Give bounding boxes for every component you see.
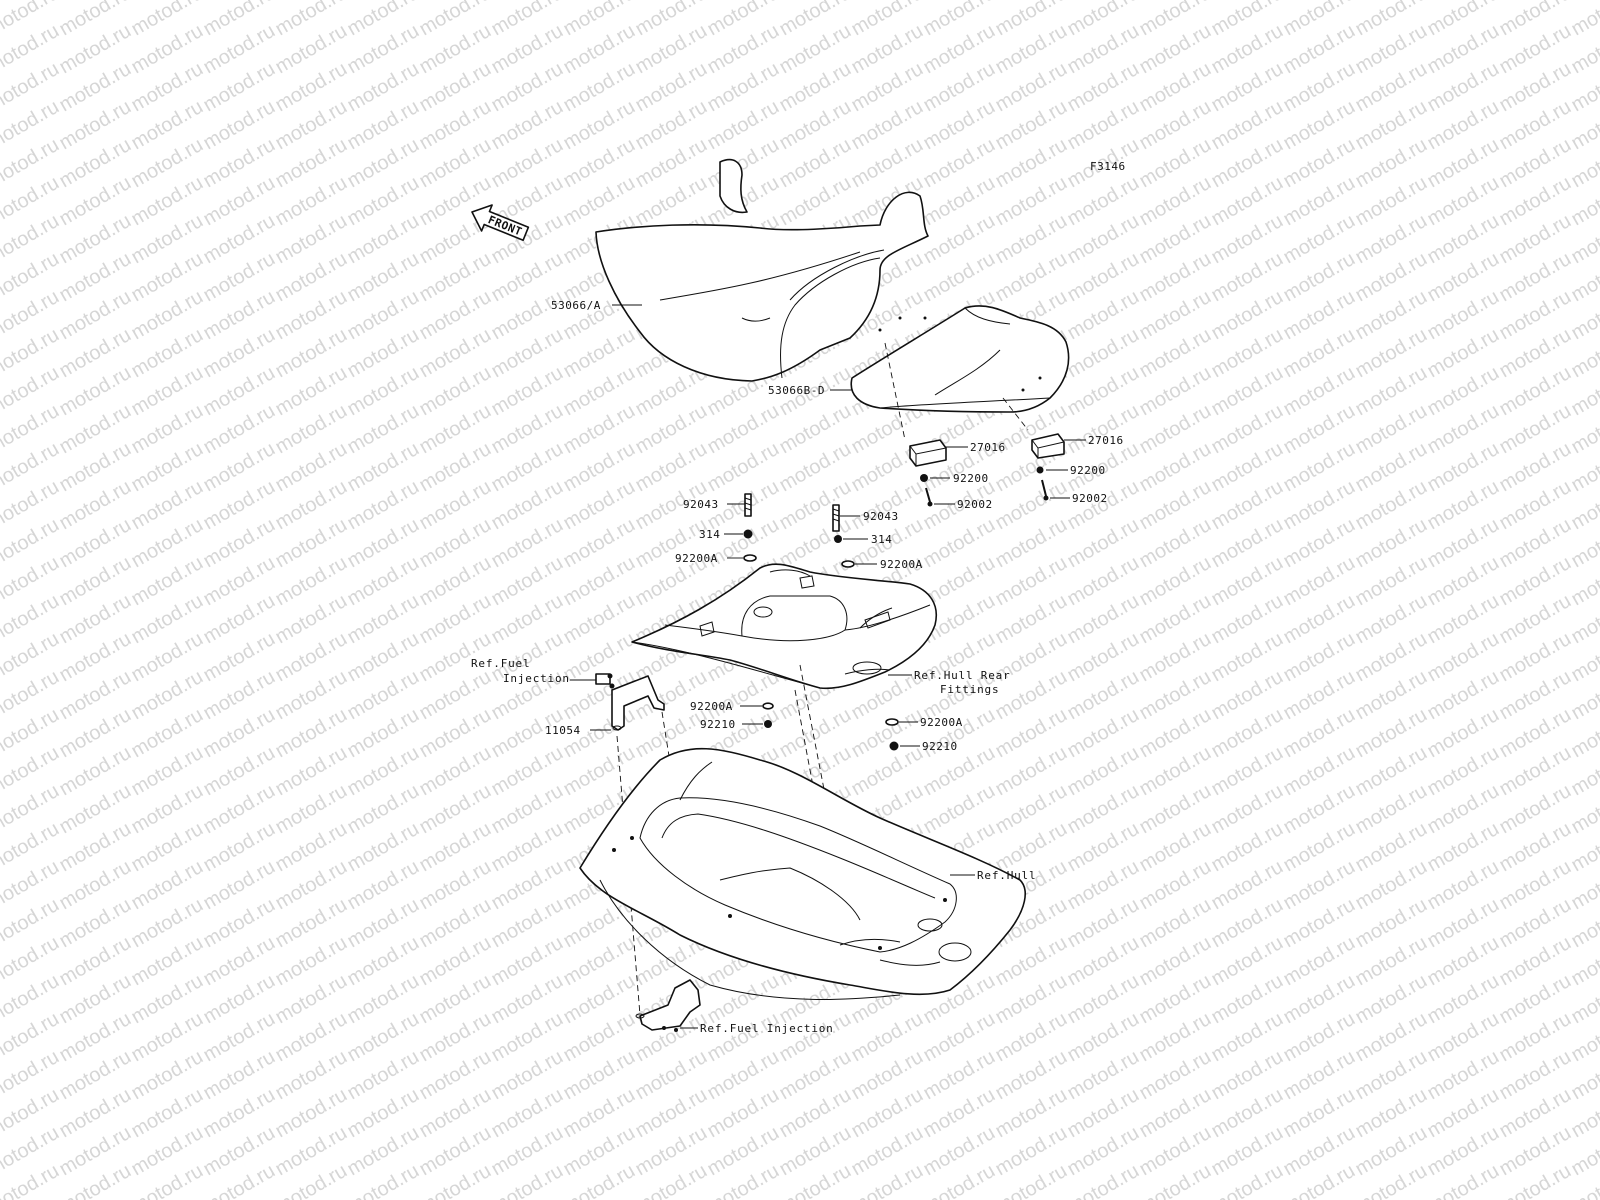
callout-92002-left: 92002 bbox=[957, 498, 993, 511]
watermark-text: motod.ru bbox=[1568, 0, 1600, 40]
callout-11054: 11054 bbox=[545, 724, 581, 737]
callout-27016-right: 27016 bbox=[1088, 434, 1124, 447]
callout-92200a-left: 92200A bbox=[675, 552, 718, 565]
callout-92200a-lower-right: 92200A bbox=[920, 716, 963, 729]
callout-27016-left: 27016 bbox=[970, 441, 1006, 454]
callout-314-left: 314 bbox=[699, 528, 720, 541]
callout-92002-right: 92002 bbox=[1072, 492, 1108, 505]
nut-314-left bbox=[743, 529, 753, 539]
nut-92210-right bbox=[889, 741, 899, 751]
washer-92200-right bbox=[1036, 466, 1044, 474]
ref-hull-rear-fittings-line2: Fittings bbox=[940, 683, 999, 696]
washer-92200a-left bbox=[743, 554, 757, 562]
nut-92210-left bbox=[764, 720, 772, 728]
callout-92200a-lower-left: 92200A bbox=[690, 700, 733, 713]
callout-92210-left: 92210 bbox=[700, 718, 736, 731]
ref-hull-rear-fittings-line1: Ref.Hull Rear bbox=[914, 669, 1011, 682]
callout-53066b-d: 53066B-D bbox=[768, 384, 825, 397]
callout-92200-left: 92200 bbox=[953, 472, 989, 485]
washer-92200-left bbox=[920, 474, 928, 482]
ref-fuel-injection-bottom: Ref.Fuel Injection bbox=[700, 1022, 834, 1035]
washer-92200a-lower-right bbox=[885, 718, 899, 726]
callout-53066-a: 53066/A bbox=[551, 299, 601, 312]
callout-92210-right: 92210 bbox=[922, 740, 958, 753]
ref-fuel-injection-top-line1: Ref.Fuel bbox=[471, 657, 530, 670]
diagram-code: F3146 bbox=[1090, 160, 1126, 173]
nut-314-right bbox=[834, 535, 842, 543]
washer-92200a-right bbox=[841, 560, 855, 568]
callout-92043-left: 92043 bbox=[683, 498, 719, 511]
callout-92043-right: 92043 bbox=[863, 510, 899, 523]
ref-hull: Ref.Hull bbox=[977, 869, 1036, 882]
ref-fuel-injection-top-line2: Injection bbox=[503, 672, 570, 685]
washer-92200a-lower-left bbox=[762, 702, 774, 710]
callout-92200a-right: 92200A bbox=[880, 558, 923, 571]
stud-92043-left bbox=[744, 493, 752, 517]
callout-314-right: 314 bbox=[871, 533, 892, 546]
stud-92043-right bbox=[832, 504, 840, 532]
callout-92200-right: 92200 bbox=[1070, 464, 1106, 477]
